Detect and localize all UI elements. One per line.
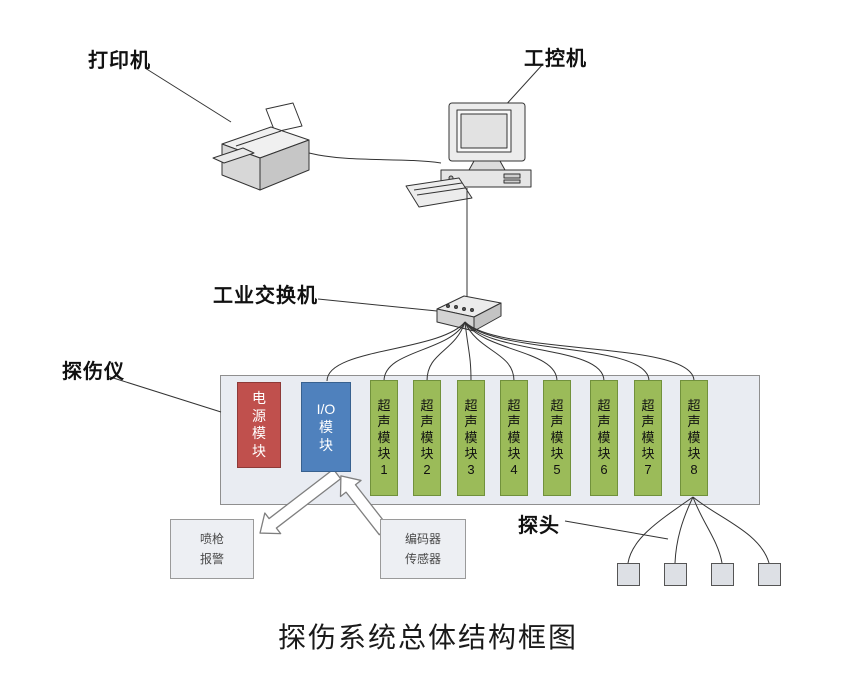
printer-paper (265, 102, 303, 133)
detector-label: 探伤仪 (62, 361, 125, 383)
ultrasonic-module-3: 超 声 模 块 3 (457, 380, 485, 496)
printer-side (259, 139, 310, 191)
device-cables (308, 152, 468, 302)
probe-2 (664, 563, 687, 586)
io-to-alarm-arrow (259, 468, 342, 535)
printer-label: 打印机 (88, 50, 151, 72)
io-module: I/O 模 块 (301, 382, 351, 472)
computer-icon (405, 102, 532, 208)
probe-1 (617, 563, 640, 586)
ultrasonic-module-5: 超 声 模 块 5 (543, 380, 571, 496)
detector-label-line (106, 375, 222, 413)
switch-module-cables (326, 321, 695, 382)
probe-cables (627, 496, 770, 564)
printer-icon (212, 102, 310, 191)
switch-label: 工业交换机 (213, 285, 318, 307)
probe-3 (711, 563, 734, 586)
switch-icon (436, 295, 502, 332)
switch-label-line (317, 298, 438, 312)
monitor-screen (460, 113, 508, 149)
monitor-neck (468, 160, 506, 171)
power-module: 电 源 模 块 (237, 382, 281, 468)
diagram-title: 探伤系统总体结构框图 (277, 622, 578, 653)
label-pointer-lines (106, 63, 669, 540)
keyboard (405, 177, 473, 208)
ultrasonic-module-1: 超 声 模 块 1 (370, 380, 398, 496)
encoder-sensor-box: 编码器 传感器 (380, 519, 466, 579)
printer-tray (212, 147, 255, 164)
ultrasonic-module-4: 超 声 模 块 4 (500, 380, 528, 496)
probe-label: 探头 (518, 515, 560, 537)
computer-label: 工控机 (524, 48, 587, 70)
ultrasonic-module-2: 超 声 模 块 2 (413, 380, 441, 496)
ultrasonic-module-6: 超 声 模 块 6 (590, 380, 618, 496)
spray-alarm-box: 喷枪 报警 (170, 519, 254, 579)
printer-computer-cable (308, 152, 442, 164)
switch-side (473, 302, 502, 332)
probe-4 (758, 563, 781, 586)
ultrasonic-module-7: 超 声 模 块 7 (634, 380, 662, 496)
probe-label-line (564, 520, 669, 540)
ultrasonic-module-8: 超 声 模 块 8 (680, 380, 708, 496)
printer-label-line (144, 67, 232, 123)
computer-label-line (502, 63, 544, 109)
